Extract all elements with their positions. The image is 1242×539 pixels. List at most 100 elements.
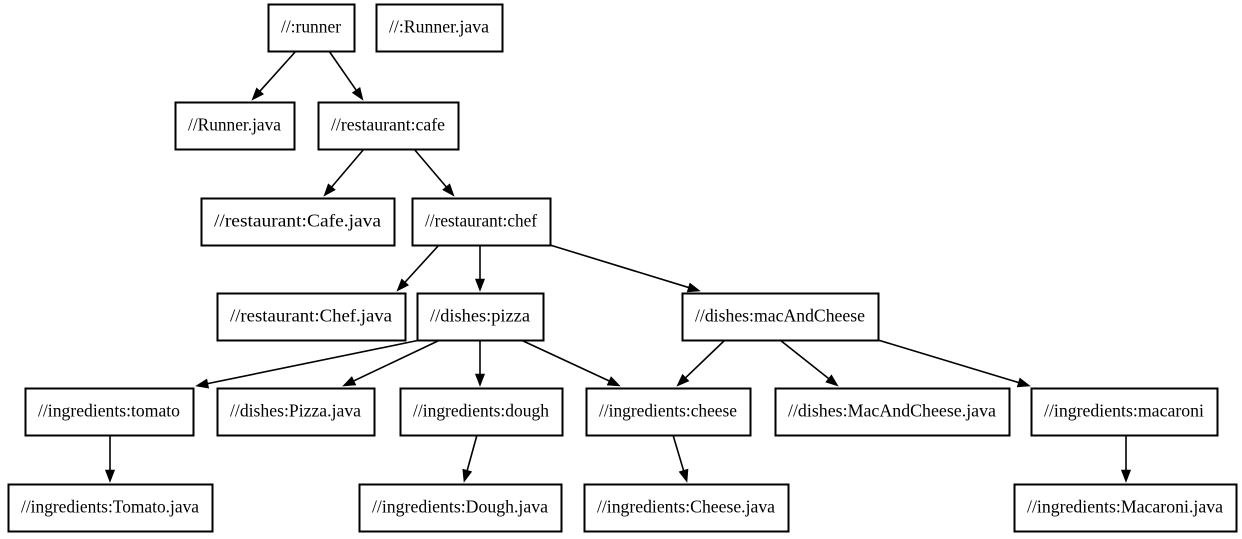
graph-node-restaurant_chef_java[interactable]: //restaurant:Chef.java <box>216 292 407 342</box>
graph-node-ingredients_macaroni[interactable]: //ingredients:macaroni <box>1030 387 1219 437</box>
node-box[interactable] <box>358 483 563 533</box>
edge-arrowhead-icon <box>396 278 410 292</box>
edge-line <box>877 339 1021 384</box>
node-box[interactable] <box>583 483 790 533</box>
node-label: //ingredients:dough <box>413 401 549 421</box>
graph-edge-runner-to-restaurant_cafe <box>328 50 364 101</box>
node-box[interactable] <box>585 387 752 437</box>
node-box[interactable] <box>200 197 396 247</box>
edge-line <box>205 339 421 385</box>
node-label: //dishes:MacAndCheese.java <box>788 401 996 421</box>
graph-edge-restaurant_chef-to-restaurant_chef_java <box>396 244 440 292</box>
edge-arrowhead-icon <box>606 376 621 387</box>
graph-node-ingredients_cheese[interactable]: //ingredients:cheese <box>585 387 752 437</box>
edge-arrowhead-icon <box>825 374 839 387</box>
graph-node-ingredients_tomato_java[interactable]: //ingredients:Tomato.java <box>7 483 214 533</box>
node-label: //:Runner.java <box>389 17 489 37</box>
node-label: //dishes:macAndCheese <box>695 306 865 326</box>
node-box[interactable] <box>416 292 545 342</box>
graph-edge-restaurant_cafe-to-restaurant_chef <box>413 148 455 197</box>
edge-arrowhead-icon <box>1016 377 1031 388</box>
node-label: //dishes:pizza <box>430 306 530 326</box>
edge-line <box>258 50 297 94</box>
edge-arrowhead-icon <box>1120 469 1132 483</box>
node-box[interactable] <box>267 3 356 53</box>
graph-node-runner_java[interactable]: //Runner.java <box>174 101 296 151</box>
edge-line <box>403 244 440 285</box>
graph-node-ingredients_macaroni_java[interactable]: //ingredients:Macaroni.java <box>1013 483 1238 533</box>
edge-arrowhead-icon <box>474 373 486 387</box>
node-box[interactable] <box>24 387 195 437</box>
edge-line <box>779 339 831 381</box>
node-box[interactable] <box>411 197 552 247</box>
node-label: //ingredients:Macaroni.java <box>1027 497 1223 517</box>
graph-node-ingredients_cheese_java[interactable]: //ingredients:Cheese.java <box>583 483 790 533</box>
edge-arrowhead-icon <box>462 468 473 483</box>
graph-edge-dishes_pizza-to-ingredients_cheese <box>520 339 621 387</box>
graph-node-ingredients_dough_java[interactable]: //ingredients:Dough.java <box>358 483 563 533</box>
edge-arrowhead-icon <box>686 282 701 293</box>
node-label: //restaurant:chef <box>425 211 537 231</box>
edge-line <box>549 244 691 289</box>
edge-arrowhead-icon <box>676 373 690 387</box>
graph-edge-runner-to-runner_java <box>251 50 297 101</box>
graph-node-restaurant_cafe[interactable]: //restaurant:cafe <box>317 101 460 151</box>
node-box[interactable] <box>1013 483 1238 533</box>
edge-line <box>465 434 478 473</box>
graph-node-ingredients_tomato[interactable]: //ingredients:tomato <box>24 387 195 437</box>
graph-edge-restaurant_cafe-to-restaurant_cafe_java <box>323 148 365 197</box>
node-box[interactable] <box>774 387 1011 437</box>
node-box[interactable] <box>681 292 880 342</box>
node-box[interactable] <box>1030 387 1219 437</box>
edge-arrowhead-icon <box>323 183 336 197</box>
node-box[interactable] <box>375 3 504 53</box>
edge-arrowhead-icon <box>351 87 364 101</box>
node-label: //restaurant:Chef.java <box>230 306 392 326</box>
edge-line <box>351 339 441 383</box>
edge-arrowhead-icon <box>195 378 210 389</box>
node-label: //ingredients:cheese <box>599 401 737 421</box>
node-label: //ingredients:tomato <box>38 401 180 421</box>
node-label: //ingredients:Dough.java <box>372 497 548 517</box>
node-label: //ingredients:macaroni <box>1044 401 1204 421</box>
node-box[interactable] <box>216 292 407 342</box>
graph-edge-dishes_macandcheese-to-dishes_macandcheese_java <box>779 339 839 387</box>
nodes-layer: //:runner //:Runner.java //Runner.java //re… <box>7 3 1238 533</box>
node-label: //:runner <box>281 17 341 37</box>
graph-node-restaurant_chef[interactable]: //restaurant:chef <box>411 197 552 247</box>
graph-edge-dishes_macandcheese-to-ingredients_macaroni <box>877 339 1031 388</box>
edge-arrowhead-icon <box>251 87 264 101</box>
graph-edge-ingredients_macaroni-to-ingredients_macaroni_java <box>1120 435 1132 483</box>
graph-edge-dishes_macandcheese-to-ingredients_cheese <box>676 339 726 387</box>
graph-node-runner_java_root[interactable]: //:Runner.java <box>375 3 504 53</box>
edge-arrowhead-icon <box>442 183 455 197</box>
graph-edge-ingredients_tomato-to-ingredients_tomato_java <box>104 435 116 483</box>
edge-arrowhead-icon <box>342 376 357 387</box>
node-box[interactable] <box>7 483 214 533</box>
edge-line <box>683 339 726 380</box>
node-label: //ingredients:Tomato.java <box>21 497 199 517</box>
graph-node-restaurant_cafe_java[interactable]: //restaurant:Cafe.java <box>200 197 396 247</box>
graph-node-dishes_pizza[interactable]: //dishes:pizza <box>416 292 545 342</box>
edge-arrowhead-icon <box>474 278 486 292</box>
node-box[interactable] <box>216 387 376 437</box>
node-label: //Runner.java <box>188 115 281 135</box>
node-box[interactable] <box>174 101 296 151</box>
edge-arrowhead-icon <box>104 469 116 483</box>
edges-layer <box>104 50 1132 483</box>
edge-line <box>329 148 365 189</box>
edge-line <box>413 148 449 189</box>
graph-node-ingredients_dough[interactable]: //ingredients:dough <box>399 387 564 437</box>
node-box[interactable] <box>317 101 460 151</box>
edge-line <box>328 50 358 93</box>
graph-node-dishes_macandcheese[interactable]: //dishes:macAndCheese <box>681 292 880 342</box>
node-label: //restaurant:Cafe.java <box>214 211 381 231</box>
edge-line <box>672 434 685 473</box>
node-box[interactable] <box>399 387 564 437</box>
graph-node-runner[interactable]: //:runner <box>267 3 356 53</box>
node-label: //ingredients:Cheese.java <box>597 497 775 517</box>
graph-node-dishes_pizza_java[interactable]: //dishes:Pizza.java <box>216 387 376 437</box>
graph-node-dishes_macandcheese_java[interactable]: //dishes:MacAndCheese.java <box>774 387 1011 437</box>
